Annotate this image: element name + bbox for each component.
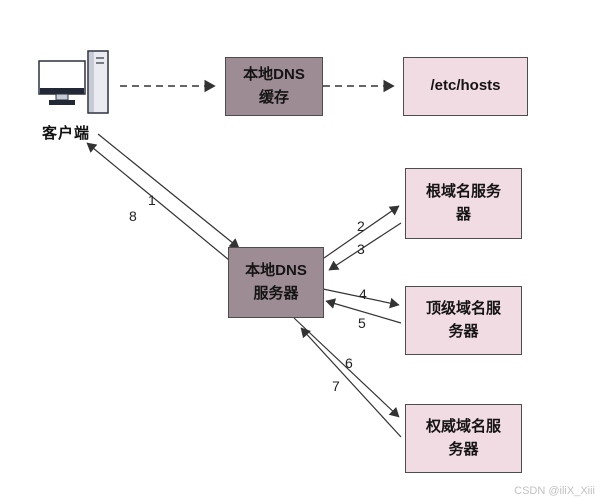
step3-arrow [328, 222, 402, 271]
node-label-line: /etc/hosts [430, 77, 501, 95]
client-label: 客户端 [42, 125, 91, 142]
step8-arrow [86, 142, 230, 261]
step-5-number: 5 [358, 315, 366, 331]
node-label-line: 本地DNS [243, 66, 305, 83]
step-3-number: 3 [357, 241, 365, 257]
local-dns-server-box: 本地DNS 服务器 [228, 247, 324, 318]
computer-icon [38, 50, 109, 114]
step-2-number: 2 [357, 218, 365, 234]
step-7-number: 7 [332, 378, 340, 394]
node-label-line: 本地DNS [245, 262, 307, 279]
node-label-line: 根域名服务 [425, 183, 501, 200]
step7-arrow [300, 327, 402, 438]
node-label-line: 务器 [448, 322, 479, 340]
step4-arrow [322, 288, 400, 309]
step5-arrow [325, 298, 402, 324]
local-dns-cache-box: 本地DNS 缓存 [225, 57, 323, 116]
watermark: CSDN @iliX_Xiii [514, 485, 595, 497]
node-label-line: 权威域名服 [425, 418, 501, 435]
root-server-box: 根域名服务 器 [405, 168, 522, 239]
step-8-number: 8 [129, 208, 137, 224]
tld-server-box: 顶级域名服 务器 [405, 286, 522, 355]
node-label-line: 器 [455, 205, 471, 223]
etc-hosts-box: /etc/hosts [403, 57, 528, 116]
node-label-line: 顶级域名服 [425, 300, 501, 317]
step2-arrow [323, 205, 400, 259]
step-4-number: 4 [359, 286, 367, 302]
node-label-line: 务器 [448, 440, 479, 458]
step-6-number: 6 [345, 355, 353, 371]
node-label-line: 缓存 [258, 88, 289, 106]
step1-arrow [97, 133, 240, 249]
authoritative-server-box: 权威域名服 务器 [405, 404, 522, 473]
node-label-line: 服务器 [253, 284, 299, 302]
step6-arrow [293, 317, 400, 418]
step-1-number: 1 [148, 192, 156, 208]
